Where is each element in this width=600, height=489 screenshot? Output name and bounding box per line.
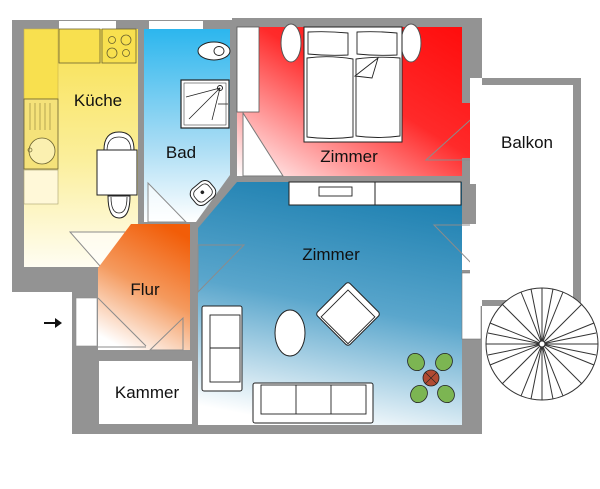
sofa-icon — [252, 382, 374, 424]
dining-table-icon — [96, 131, 138, 219]
washbasin-icon — [189, 179, 217, 207]
label-bedroom: Zimmer — [320, 147, 378, 166]
room-hall — [97, 224, 190, 351]
label-living: Zimmer — [302, 245, 360, 264]
entrance-door — [75, 297, 98, 347]
room-storage — [99, 361, 192, 424]
wardrobe-icon — [236, 26, 260, 113]
label-storage: Kammer — [114, 383, 180, 402]
label-balcony: Balkon — [501, 133, 553, 152]
stove-icon — [101, 28, 137, 64]
shower-icon — [180, 79, 230, 129]
toilet-icon — [197, 41, 231, 61]
room-bedroom — [236, 23, 479, 177]
armchair-icon — [316, 282, 380, 346]
nightstand-icon — [280, 23, 422, 63]
room-balcony — [462, 78, 573, 306]
room-bath — [144, 21, 231, 223]
oval-table-icon — [274, 309, 306, 357]
room-living — [197, 181, 482, 425]
sink-icon — [23, 98, 59, 170]
entrance-arrow-icon — [44, 318, 62, 328]
label-hall: Flur — [130, 280, 160, 299]
label-kitchen: Küche — [73, 91, 123, 110]
plant-icon — [407, 352, 455, 404]
loveseat-icon — [201, 305, 243, 392]
room-kitchen — [23, 21, 138, 267]
parasol-icon — [485, 287, 599, 401]
label-bath: Bad — [165, 143, 197, 162]
sideboard-icon — [288, 181, 462, 206]
double-bed-icon — [303, 26, 403, 143]
